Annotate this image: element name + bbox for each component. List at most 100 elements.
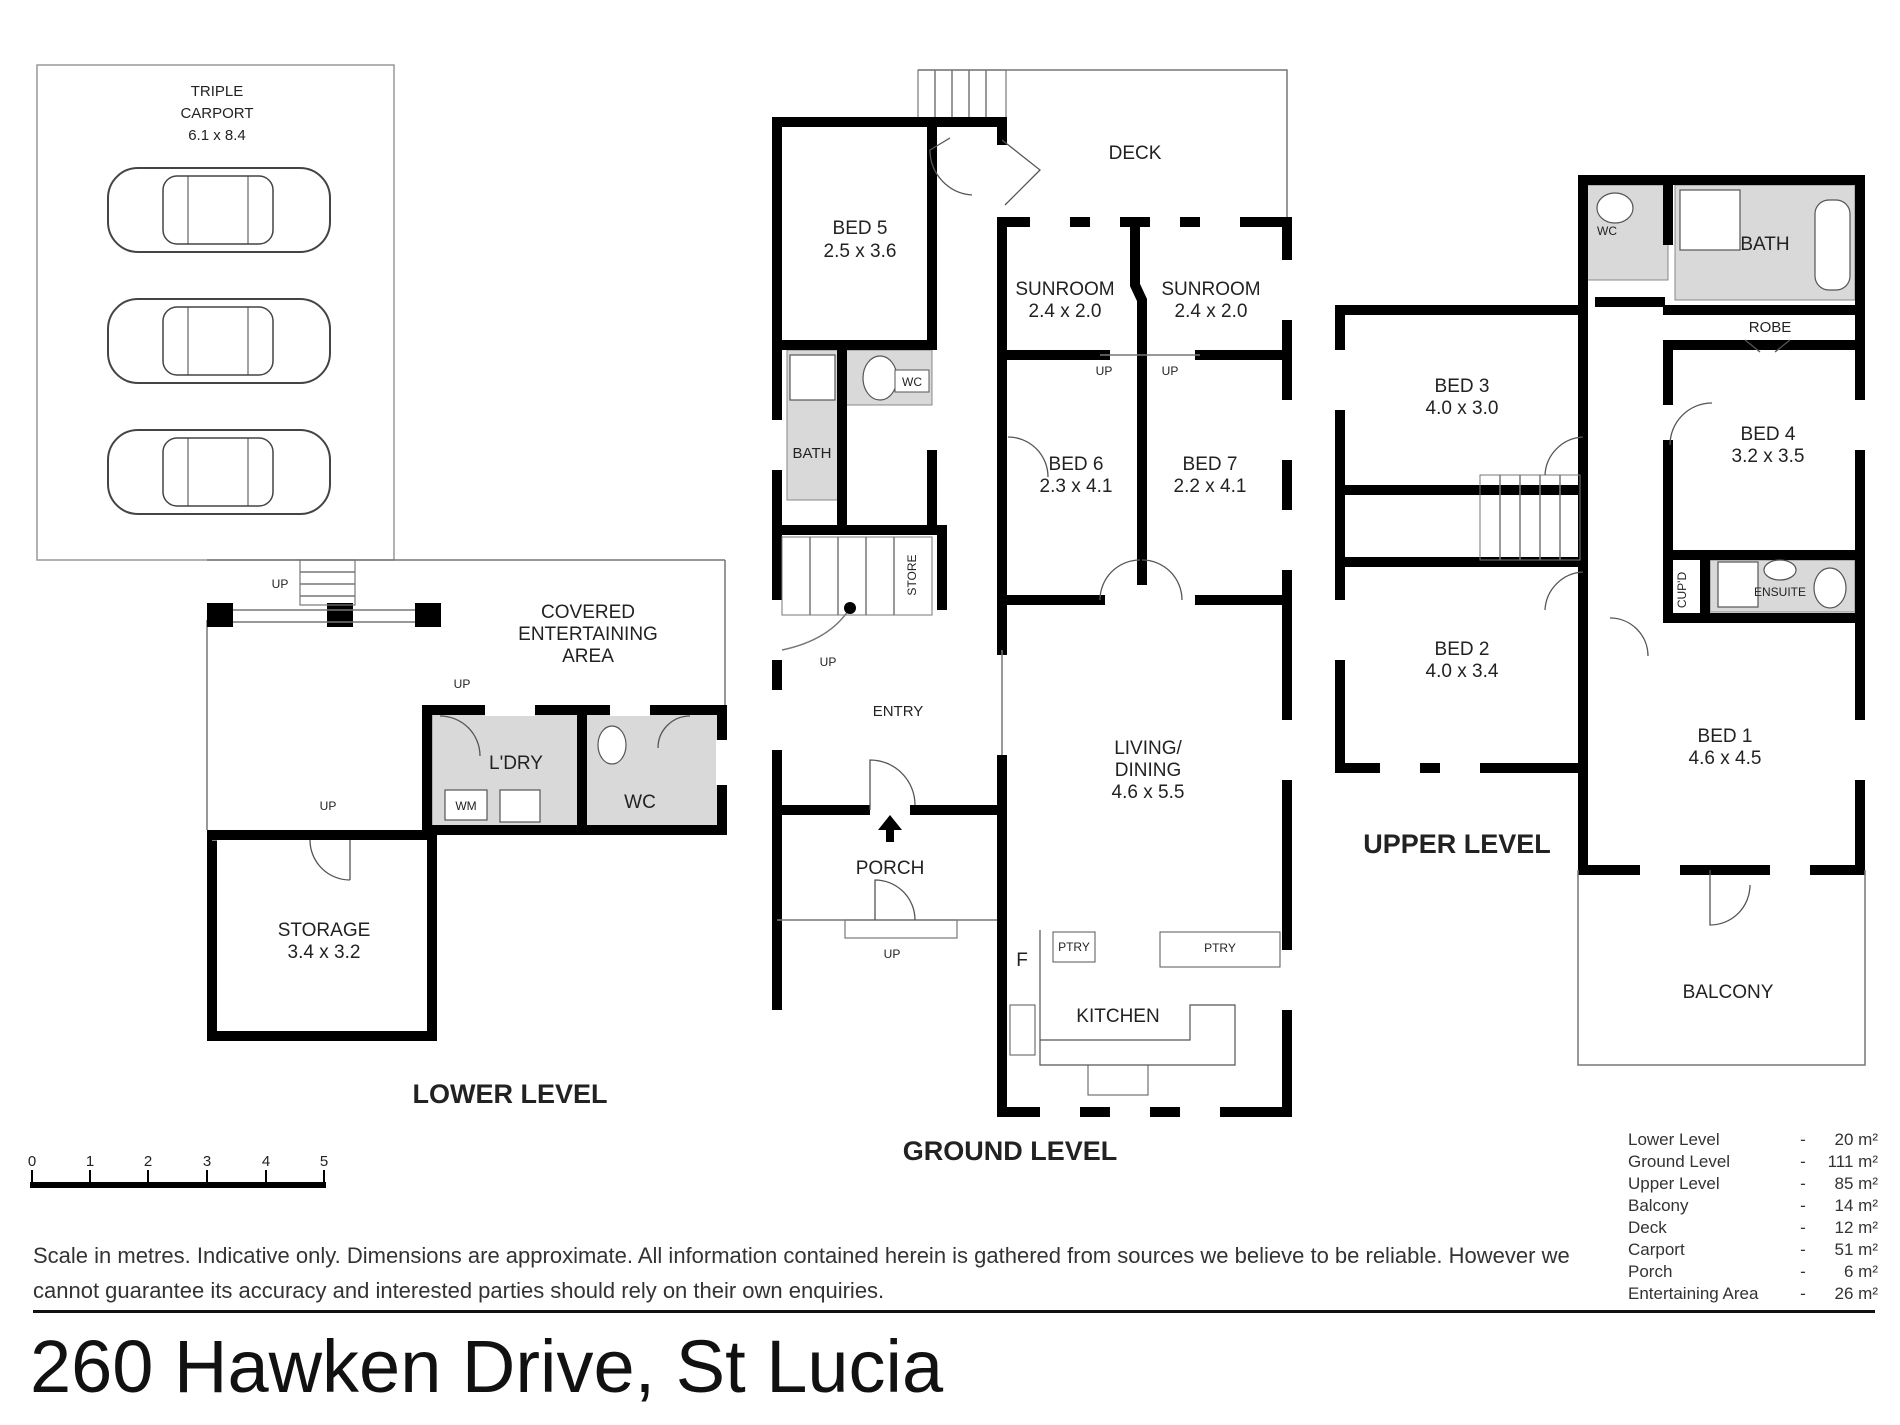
area-name: Balcony [1628,1196,1689,1215]
area-dash: - [1800,1240,1806,1259]
kitchen-label: KITCHEN [1076,1006,1159,1027]
disclaimer-text: Scale in metres. Indicative only. Dimens… [33,1243,1570,1303]
area-row: Upper Level-85 m² [1628,1173,1878,1195]
car-icon [107,167,331,253]
ground-level-title: GROUND LEVEL [903,1136,1118,1166]
upper-level-title: UPPER LEVEL [1363,829,1551,859]
bed7-label: BED 7 [1183,454,1238,475]
sunroom1-label: SUNROOM [1015,279,1114,300]
washing-machine-label: WM [455,799,476,813]
sunroom2-dims: 2.4 x 2.0 [1175,301,1248,322]
scale-tick-label: 3 [203,1153,211,1170]
bed2-dims: 4.0 x 3.4 [1426,661,1499,682]
scale-tick-label: 0 [28,1153,36,1170]
carport-label-line2: CARPORT [180,105,253,122]
bed5-label: BED 5 [833,218,888,239]
carport-label-line1: TRIPLE [191,83,244,100]
area-value: 20 m² [1834,1130,1878,1149]
lower-wc-label: WC [624,792,656,813]
area-name: Upper Level [1628,1174,1720,1193]
up-label: UP [454,677,471,691]
area-dash: - [1800,1196,1806,1215]
fridge-label: F [1016,950,1028,971]
carport-area: TRIPLE CARPORT 6.1 x 8.4 [36,64,395,561]
laundry-label: L'DRY [489,753,543,774]
area-name: Entertaining Area [1628,1284,1759,1303]
bed7-dims: 2.2 x 4.1 [1174,476,1247,497]
scale-tick-label: 2 [144,1153,152,1170]
car-icon [107,298,331,384]
area-value: 6 m² [1844,1262,1878,1281]
property-address: 260 Hawken Drive, St Lucia [30,1325,944,1408]
scale-bar: 0 1 2 3 4 5 [28,1153,328,1188]
entry-label: ENTRY [873,703,924,720]
ensuite-label: ENSUITE [1754,585,1806,599]
pantry2-label: PTRY [1204,941,1236,955]
bed1-dims: 4.6 x 4.5 [1689,748,1762,769]
upper-level-plan: WC BATH ROBE BED 3 4.0 x 3.0 BED 4 3.2 x… [1334,175,1866,1066]
area-row: Porch-6 m² [1628,1261,1878,1283]
area-name: Deck [1628,1218,1667,1237]
upper-bath-label: BATH [1740,234,1789,255]
ground-bath-label: BATH [793,445,832,462]
area-row: Ground Level-111 m² [1628,1151,1878,1173]
carport-dims: 6.1 x 8.4 [188,127,246,144]
lower-level-plan: UP WM L'DRY WC UP UP STORAGE 3.4 x 3.2 C… [206,559,728,1109]
area-row: Carport - 51 m² [1628,1239,1878,1261]
bed4-dims: 3.2 x 3.5 [1732,446,1805,467]
living-label-line2: DINING [1115,760,1182,781]
bed1-label: BED 1 [1698,726,1753,747]
area-row: Entertaining Area - 26 m² [1628,1283,1878,1305]
bed4-label: BED 4 [1741,424,1796,445]
covered-entertaining-label-line2: ENTERTAINING [518,624,658,645]
up-label: UP [1162,364,1179,378]
area-value: 111 m² [1827,1152,1878,1171]
footer-divider [33,1310,1875,1313]
bed6-dims: 2.3 x 4.1 [1040,476,1113,497]
area-row: Deck - 12 m² [1628,1217,1878,1239]
balcony-label: BALCONY [1683,982,1774,1003]
scale-tick-label: 1 [86,1153,94,1170]
area-dash: - [1800,1262,1806,1281]
up-label: UP [884,947,901,961]
robe-label: ROBE [1749,319,1792,336]
bed3-label: BED 3 [1435,376,1490,397]
porch-label: PORCH [856,858,925,879]
bed2-label: BED 2 [1435,639,1490,660]
area-value: 51 m² [1834,1240,1878,1259]
living-dims: 4.6 x 5.5 [1112,782,1185,803]
pantry1-label: PTRY [1058,940,1090,954]
area-dash: - [1800,1174,1806,1193]
area-row: Lower Level-20 m² [1628,1129,1878,1151]
scale-tick-label: 5 [320,1153,328,1170]
car-icon [107,429,331,515]
bed5-dims: 2.5 x 3.6 [824,241,897,262]
area-name: Carport [1628,1240,1685,1259]
area-name: Ground Level [1628,1152,1731,1171]
store-label: STORE [905,554,919,595]
lower-level-title: LOWER LEVEL [413,1079,608,1109]
area-value: 12 m² [1834,1218,1878,1237]
storage-dims: 3.4 x 3.2 [288,942,361,963]
ground-wc-label: WC [902,375,922,389]
upper-wc-label: WC [1597,224,1617,238]
area-schedule: Lower Level-20 m² Ground Level-111 m² Up… [1628,1129,1878,1305]
covered-entertaining-label-line1: COVERED [541,602,635,623]
area-value: 26 m² [1834,1284,1878,1303]
area-dash: - [1800,1130,1806,1149]
up-label: UP [1096,364,1113,378]
covered-entertaining-label-line3: AREA [562,646,614,667]
bed3-dims: 4.0 x 3.0 [1426,398,1499,419]
storage-label: STORAGE [278,920,371,941]
deck-label: DECK [1109,143,1162,164]
area-value: 14 m² [1834,1196,1878,1215]
bed6-label: BED 6 [1049,454,1104,475]
area-dash: - [1800,1218,1806,1237]
cupboard-label: CUP'D [1675,572,1689,609]
up-label: UP [320,799,337,813]
up-label: UP [820,655,837,669]
living-label-line1: LIVING/ [1114,738,1182,759]
scale-tick-label: 4 [262,1153,270,1170]
area-dash: - [1800,1284,1806,1303]
